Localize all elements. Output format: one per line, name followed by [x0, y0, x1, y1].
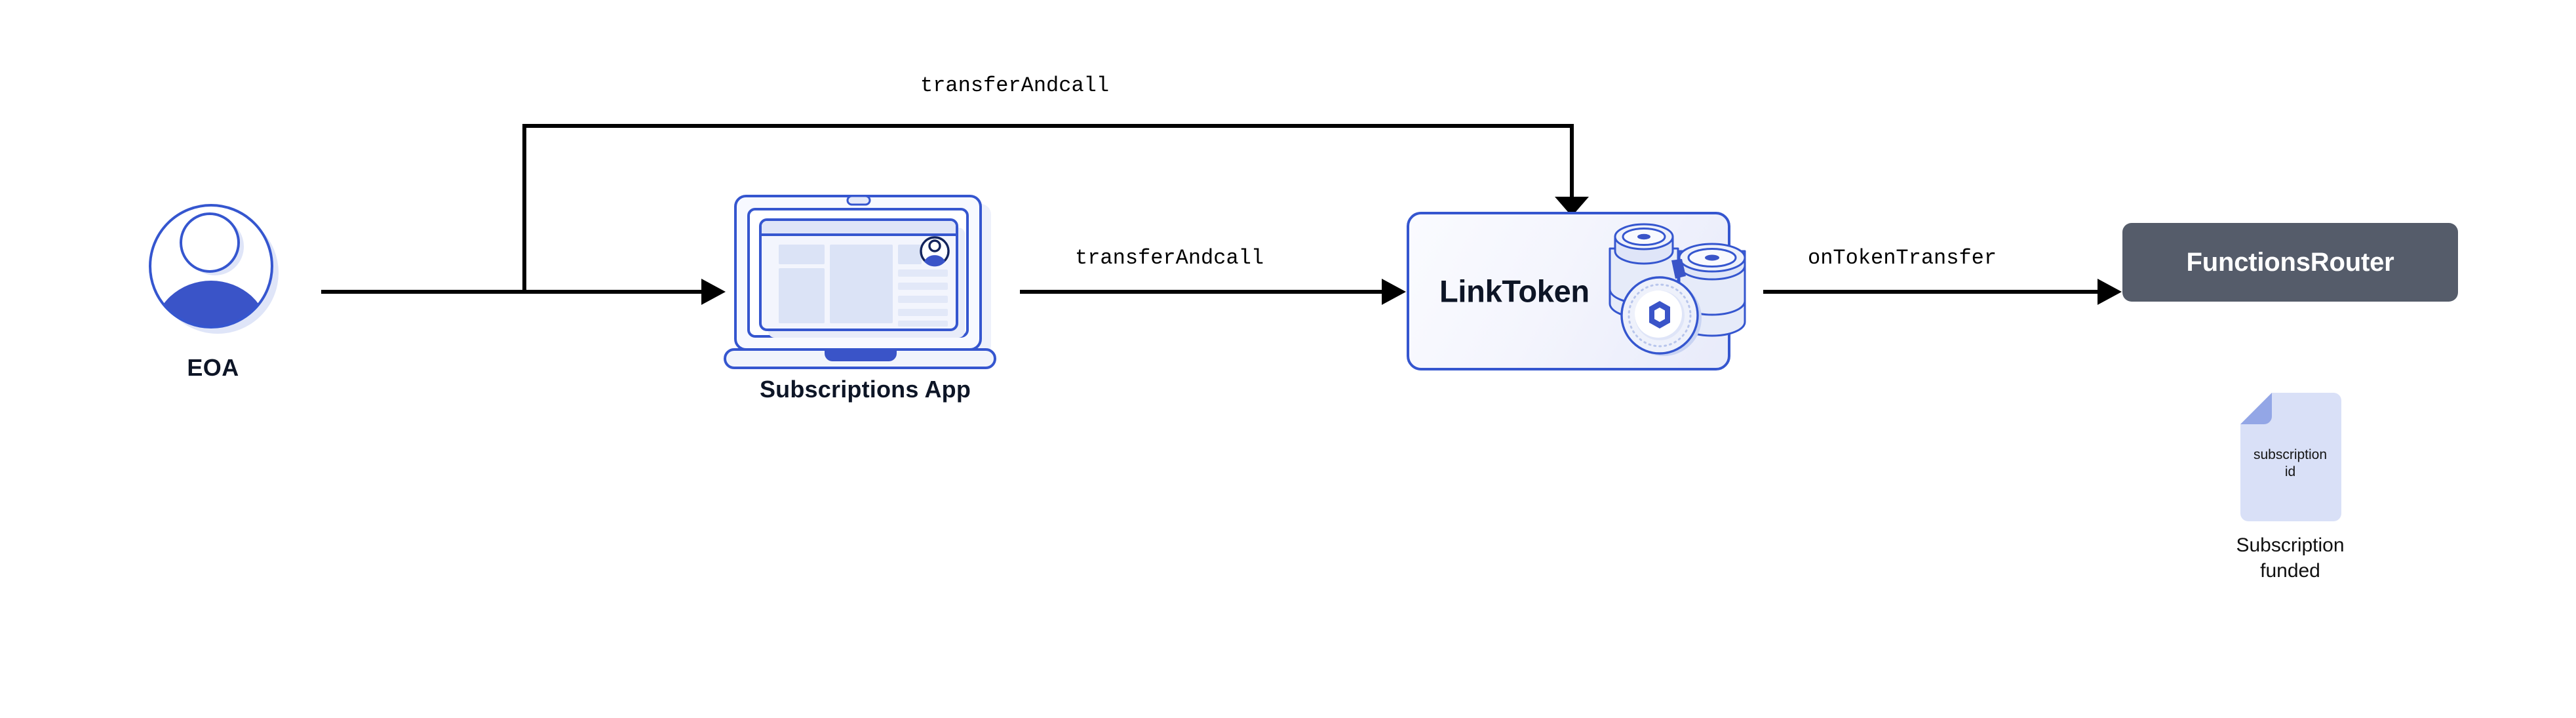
edge-label-transfer-and-call-top: transferAndcall: [920, 73, 1110, 98]
node-subscription-document[interactable]: subscription id Subscription funded: [2208, 391, 2373, 634]
chainlink-coin-icon: [1620, 276, 1702, 356]
subdoc-caption-line1: Subscription: [2236, 534, 2345, 556]
edge-app-to-linktoken: [1020, 279, 1406, 305]
subdoc-inner-text: subscription id: [2238, 447, 2343, 480]
subdoc-caption-line2: funded: [2260, 560, 2320, 582]
node-subscriptions-app[interactable]: Subscriptions App: [721, 187, 1009, 403]
link-coin-stack-icon: [1609, 223, 1746, 356]
edge-eoa-to-app: [321, 279, 726, 305]
subdoc-art-wrapper: subscription id Subscription funded: [2236, 391, 2345, 582]
linktoken-label: LinkToken: [1439, 273, 1590, 309]
screen-avatar-icon: [920, 236, 950, 267]
functions-router-label: FunctionsRouter: [2186, 247, 2394, 277]
edge-eoa-to-linktoken: [522, 124, 1589, 292]
eoa-icon-wrapper: [118, 197, 308, 341]
edge-linktoken-to-router: [1763, 279, 2122, 305]
user-avatar-icon: [149, 204, 279, 334]
node-functions-router[interactable]: FunctionsRouter: [2122, 223, 2458, 302]
eoa-label: EOA: [187, 354, 239, 381]
subdoc-text-line2: id: [2284, 464, 2296, 479]
subscription-funded-caption: Subscription funded: [2208, 532, 2373, 584]
edge-label-on-token-transfer: onTokenTransfer: [1808, 246, 1997, 270]
edge-label-transfer-and-call-mid: transferAndcall: [1075, 246, 1264, 270]
node-linktoken[interactable]: LinkToken: [1407, 212, 1746, 370]
node-eoa[interactable]: EOA: [118, 197, 308, 407]
subscriptions-app-label: Subscriptions App: [759, 376, 971, 403]
laptop-icon: [724, 195, 996, 369]
document-icon: [2240, 393, 2341, 521]
subdoc-text-line1: subscription: [2253, 447, 2328, 462]
